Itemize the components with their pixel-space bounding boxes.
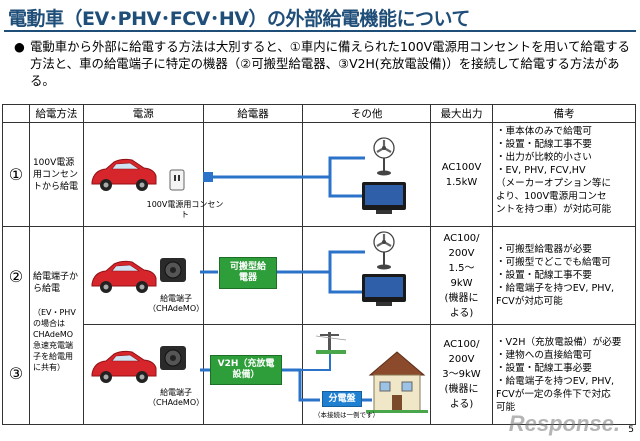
output-cell: AC100/ 200V 3～9kW (機器に よる) — [430, 324, 493, 425]
row-number: ③ — [8, 363, 24, 383]
output-line: 200V — [448, 354, 475, 365]
note-line: ・出力が比較的小さい — [495, 152, 592, 163]
output-line: 3～9kW — [442, 369, 481, 380]
v2h-box: V2H（充放電設備） — [210, 355, 282, 385]
other-cell — [302, 226, 432, 325]
note-line: ・設置・配線工事不要 — [495, 139, 592, 150]
note-line: （メーカーオプション等に — [495, 178, 612, 189]
note-line: ・可搬型給電器が必要 — [495, 244, 592, 255]
note-line: ントを持つ車）が対応可能 — [495, 204, 612, 215]
method-cell: 給電端子から給電 （EV・PHVの場合は CHAdeMO急速充電端子を給電用に共… — [28, 226, 84, 425]
header-max-output: 最大出力 — [430, 104, 493, 123]
intro-bullet: ● — [14, 39, 25, 54]
header-method: 給電方法 — [28, 104, 84, 123]
output-cell: AC100V 1.5kW — [430, 122, 493, 227]
output-line: よる) — [449, 307, 474, 319]
output-line: (機器に — [444, 384, 479, 395]
note-line: ・車本体のみで給電可 — [495, 126, 592, 137]
table-header-row: 給電方法 電源 給電器 その他 最大出力 備考 — [2, 104, 637, 123]
note-line: ・設置・配線工事必要 — [495, 362, 592, 374]
method-subtext: （EV・PHVの場合は CHAdeMO急速充電端子を給電用に共有） — [32, 308, 76, 372]
outlet-label: 100V電源用コンセント — [146, 200, 224, 219]
note-line: ・給電端子を持つEV, PHV, — [495, 375, 615, 387]
header-other: その他 — [302, 104, 432, 123]
header-device: 給電器 — [202, 104, 304, 123]
output-line: AC100/ — [443, 232, 480, 244]
port-label: 給電端子 （CHAdeMO） — [148, 388, 205, 407]
method-text: 給電端子から給電 — [32, 272, 78, 294]
note-line: ・V2H（充放電設備）が必要 — [495, 336, 622, 348]
portable-charger-box: 可搬型給電器 — [219, 257, 277, 289]
distribution-board-box: 分電盤 — [322, 391, 362, 407]
method-text: 100V電源用コンセントから給電 — [32, 157, 78, 192]
output-line: (機器に — [444, 292, 479, 304]
output-line: 1.5～ — [448, 262, 475, 274]
header-num — [2, 104, 30, 123]
watermark: Response. — [508, 411, 620, 436]
intro-text: 電動車から外部に給電する方法は大別すると、①車内に備えられた100V電源用コンセ… — [30, 39, 630, 88]
power-supply-table: 給電方法 電源 給電器 その他 最大出力 備考 ① 100V電源用コンセントから… — [2, 104, 637, 425]
notes-cell: ・車本体のみで給電可 ・設置・配線工事不要 ・出力が比較的小さい ・EV, PH… — [491, 122, 637, 227]
row-number: ② — [8, 266, 24, 286]
output-line: 200V — [448, 247, 475, 259]
source-cell — [82, 324, 204, 425]
method-cell: 100V電源用コンセントから給電 — [28, 122, 84, 227]
note-line: FCVが一定の条件下で対応 — [495, 388, 611, 400]
header-source: 電源 — [82, 104, 204, 123]
table-row: ② ③ 給電端子から給電 （EV・PHVの場合は CHAdeMO急速充電端子を給… — [2, 226, 637, 425]
output-cell: AC100/ 200V 1.5～ 9kW (機器に よる) — [430, 226, 493, 325]
note-line: より、100V電源用コンセ — [495, 191, 607, 202]
note-line: ・給電端子を持つEV, PHV, — [495, 283, 615, 294]
note-line: ・設置・配線工事不要 — [495, 270, 592, 281]
table-row: ① 100V電源用コンセントから給電 AC100V 1.5kW ・車本体のみで給… — [2, 122, 637, 227]
row-number: ① — [2, 122, 30, 227]
title-divider — [4, 30, 636, 32]
page-title: 電動車（EV･PHV･FCV･HV）の外部給電機能について — [8, 8, 470, 30]
notes-cell: ・可搬型給電器が必要 ・可搬型でどこでも給電可 ・設置・配線工事不要 ・給電端子… — [491, 226, 637, 325]
note-line: ・建物への直接給電可 — [495, 349, 592, 361]
note-line: 可能 — [495, 401, 516, 413]
port-label: 給電端子 （CHAdeMO） — [148, 294, 205, 313]
header-notes: 備考 — [491, 104, 637, 123]
row-number-group: ② ③ — [2, 226, 30, 425]
other-cell — [302, 122, 432, 227]
note-line: ・可搬型でどこでも給電可 — [495, 257, 611, 268]
output-line: AC100/ — [443, 339, 480, 350]
notes-cell: ・V2H（充放電設備）が必要 ・建物への直接給電可 ・設置・配線工事必要 ・給電… — [491, 324, 637, 425]
output-line: 1.5kW — [445, 176, 478, 188]
connection-note: （本接続は一例です） — [314, 411, 379, 419]
output-line: AC100V — [441, 161, 482, 173]
note-line: ・EV, PHV, FCV,HV — [495, 165, 586, 176]
output-line: よる) — [449, 399, 474, 410]
output-line: 9kW — [450, 277, 473, 289]
page-number: 5 — [628, 425, 634, 435]
note-line: FCVが対応可能 — [495, 296, 563, 307]
